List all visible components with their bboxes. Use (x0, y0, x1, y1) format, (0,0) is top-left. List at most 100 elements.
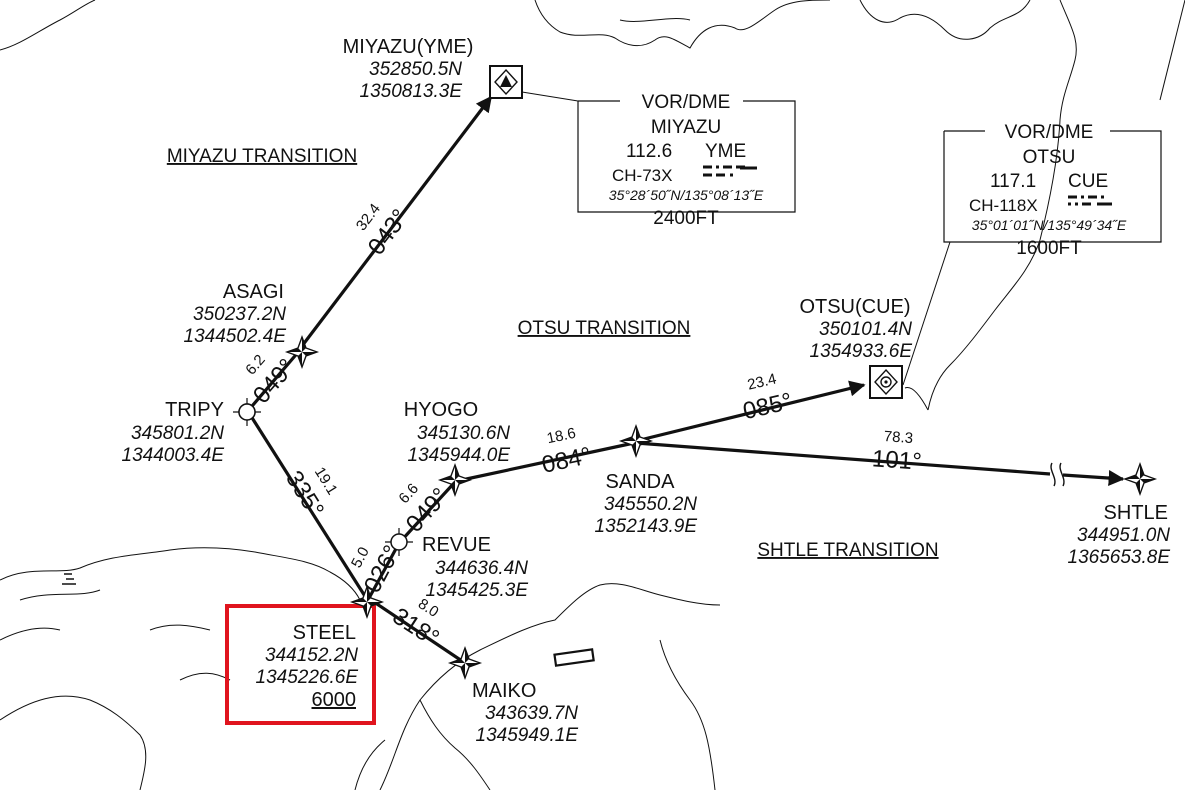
vor-dme-icon (489, 65, 523, 99)
leg-steel-maiko (370, 598, 466, 665)
navaid-channel: CH-118X (969, 196, 1038, 215)
leader-line (902, 241, 951, 386)
waypoint-lat: 352850.5N (369, 59, 462, 80)
waypoint-icon (286, 336, 318, 368)
waypoint-label-revue: REVUE 344636.4N 1345425.3E (422, 534, 528, 601)
waypoint-name: TRIPY (165, 399, 224, 421)
waypoint-name: OTSU(CUE) (799, 296, 910, 318)
navaid-freq: 112.6 (626, 141, 672, 162)
leg-sanda-shtle (635, 441, 1051, 476)
highlight-box (225, 604, 376, 725)
morse-code (703, 165, 757, 177)
leg-tripy-asagi (245, 348, 302, 414)
waypoint-name: ASAGI (223, 281, 284, 303)
navaid-box-miyazu: VOR/DME MIYAZU 112.6 YME CH-73X 35°28´50… (577, 92, 796, 229)
waypoint-lat: 350101.4N (819, 319, 912, 340)
waypoint-icon (620, 425, 652, 457)
waypoint-lat: 344636.4N (435, 558, 528, 579)
navaid-name: OTSU (1023, 147, 1076, 168)
waypoint-label-tripy: TRIPY 345801.2N 1344003.4E (122, 399, 225, 466)
navaid-coords: 35°28´50˝N/135°08´13˝E (609, 187, 764, 203)
waypoint-lat: 345801.2N (131, 423, 224, 444)
waypoint-label-hyogo: HYOGO 345130.6N 1345944.0E (404, 399, 511, 466)
break-mark (1050, 462, 1065, 487)
waypoint-lat: 345130.6N (417, 423, 510, 444)
leg-course: 101° (871, 445, 922, 475)
waypoint-name: SANDA (606, 471, 676, 493)
waypoint-label-sanda: SANDA 345550.2N 1352143.9E (595, 471, 698, 537)
routes (245, 95, 1125, 665)
waypoint-lon: 1345226.6E (256, 667, 359, 688)
waypoint-lat: 350237.2N (193, 304, 286, 325)
waypoint-name: REVUE (422, 534, 491, 556)
waypoint-name: MIYAZU(YME) (343, 36, 474, 58)
leg-label-tripy-steel: 19.1 335° (280, 464, 341, 522)
waypoint-lon: 1344502.4E (184, 326, 287, 347)
leg-hyogo-sanda (456, 441, 635, 483)
waypoint-icon (233, 398, 261, 426)
waypoint-lon: 1345425.3E (426, 580, 529, 601)
morse-code (1068, 195, 1112, 206)
navaid-ident: CUE (1068, 171, 1108, 192)
vor-dme-icon (869, 365, 903, 399)
leg-label-asagi-miyazu: 32.4 043° (353, 200, 414, 260)
waypoint-lon: 1345949.1E (476, 725, 579, 746)
leg-label-hyogo-sanda: 18.6 084° (539, 425, 593, 479)
leg-distance: 18.6 (545, 425, 577, 448)
waypoint-icon (1124, 463, 1156, 495)
waypoint-lon: 1345944.0E (408, 445, 511, 466)
runway-icon (553, 648, 595, 667)
waypoint-label-maiko: MAIKO 343639.7N 1345949.1E (472, 680, 578, 746)
waypoint-name: HYOGO (404, 399, 478, 421)
leg-tripy-steel (247, 412, 370, 602)
waypoint-lon: 1354933.6E (810, 341, 913, 362)
waypoint-icon (439, 464, 471, 496)
leg-sanda-otsu (635, 380, 866, 443)
waypoint-label-steel[interactable]: STEEL 344152.2N 1345226.6E 6000 (256, 622, 359, 711)
waypoint-lat: 344951.0N (1077, 525, 1170, 546)
navaid-box-otsu: VOR/DME OTSU 117.1 CUE CH-118X 35°01´01˝… (943, 122, 1162, 259)
waypoint-lon: 1344003.4E (122, 445, 225, 466)
waypoint-icon (385, 528, 413, 556)
leg-label-sanda-otsu: 23.4 085° (740, 371, 794, 426)
waypoint-label-asagi: ASAGI 350237.2N 1344502.4E (184, 281, 287, 347)
navaid-ident: YME (705, 141, 746, 162)
leg-asagi-miyazu (300, 95, 493, 347)
waypoint-name: STEEL (293, 622, 356, 644)
leg-course: 084° (539, 442, 593, 479)
leg-sanda-shtle-cont (1062, 470, 1125, 487)
waypoint-lat: 343639.7N (485, 703, 578, 724)
leg-steel-revue (366, 544, 400, 601)
waypoint-lon: 1365653.8E (1068, 547, 1171, 568)
port-icon (62, 573, 76, 585)
navaid-freq: 117.1 (990, 171, 1036, 192)
waypoint-lat: 344152.2N (265, 645, 358, 666)
leader-line (521, 91, 579, 102)
waypoint-label-shtle: SHTLE 344951.0N 1365653.8E (1068, 502, 1171, 568)
navaid-coords: 35°01´01˝N/135°49´34˝E (972, 217, 1127, 233)
leg-distance: 23.4 (746, 371, 778, 394)
waypoint-lon: 1350813.3E (360, 81, 463, 102)
transition-title-miyazu: MIYAZU TRANSITION (167, 146, 357, 167)
waypoint-lat: 345550.2N (604, 494, 697, 515)
navaid-elev: 2400FT (653, 208, 719, 229)
navaid-elev: 1600FT (1016, 238, 1082, 259)
leg-distance: 78.3 (883, 428, 913, 447)
waypoint-label-miyazu: MIYAZU(YME) 352850.5N 1350813.3E (343, 36, 474, 102)
transition-title-shtle: SHTLE TRANSITION (757, 540, 938, 561)
leg-label-sanda-shtle: 78.3 101° (871, 428, 922, 476)
navaid-name: MIYAZU (651, 117, 721, 138)
waypoint-label-otsu: OTSU(CUE) 350101.4N 1354933.6E (799, 296, 912, 362)
leg-course: 085° (740, 388, 794, 425)
waypoint-name: SHTLE (1104, 502, 1168, 524)
waypoint-name: MAIKO (472, 680, 536, 702)
transition-title-otsu: OTSU TRANSITION (518, 318, 691, 339)
leg-revue-hyogo (398, 480, 457, 544)
waypoint-lon: 1352143.9E (595, 516, 698, 537)
navaid-channel: CH-73X (612, 166, 672, 185)
navaid-type: VOR/DME (642, 92, 731, 113)
navaid-type: VOR/DME (1005, 122, 1094, 143)
altitude-restriction: 6000 (312, 689, 357, 711)
